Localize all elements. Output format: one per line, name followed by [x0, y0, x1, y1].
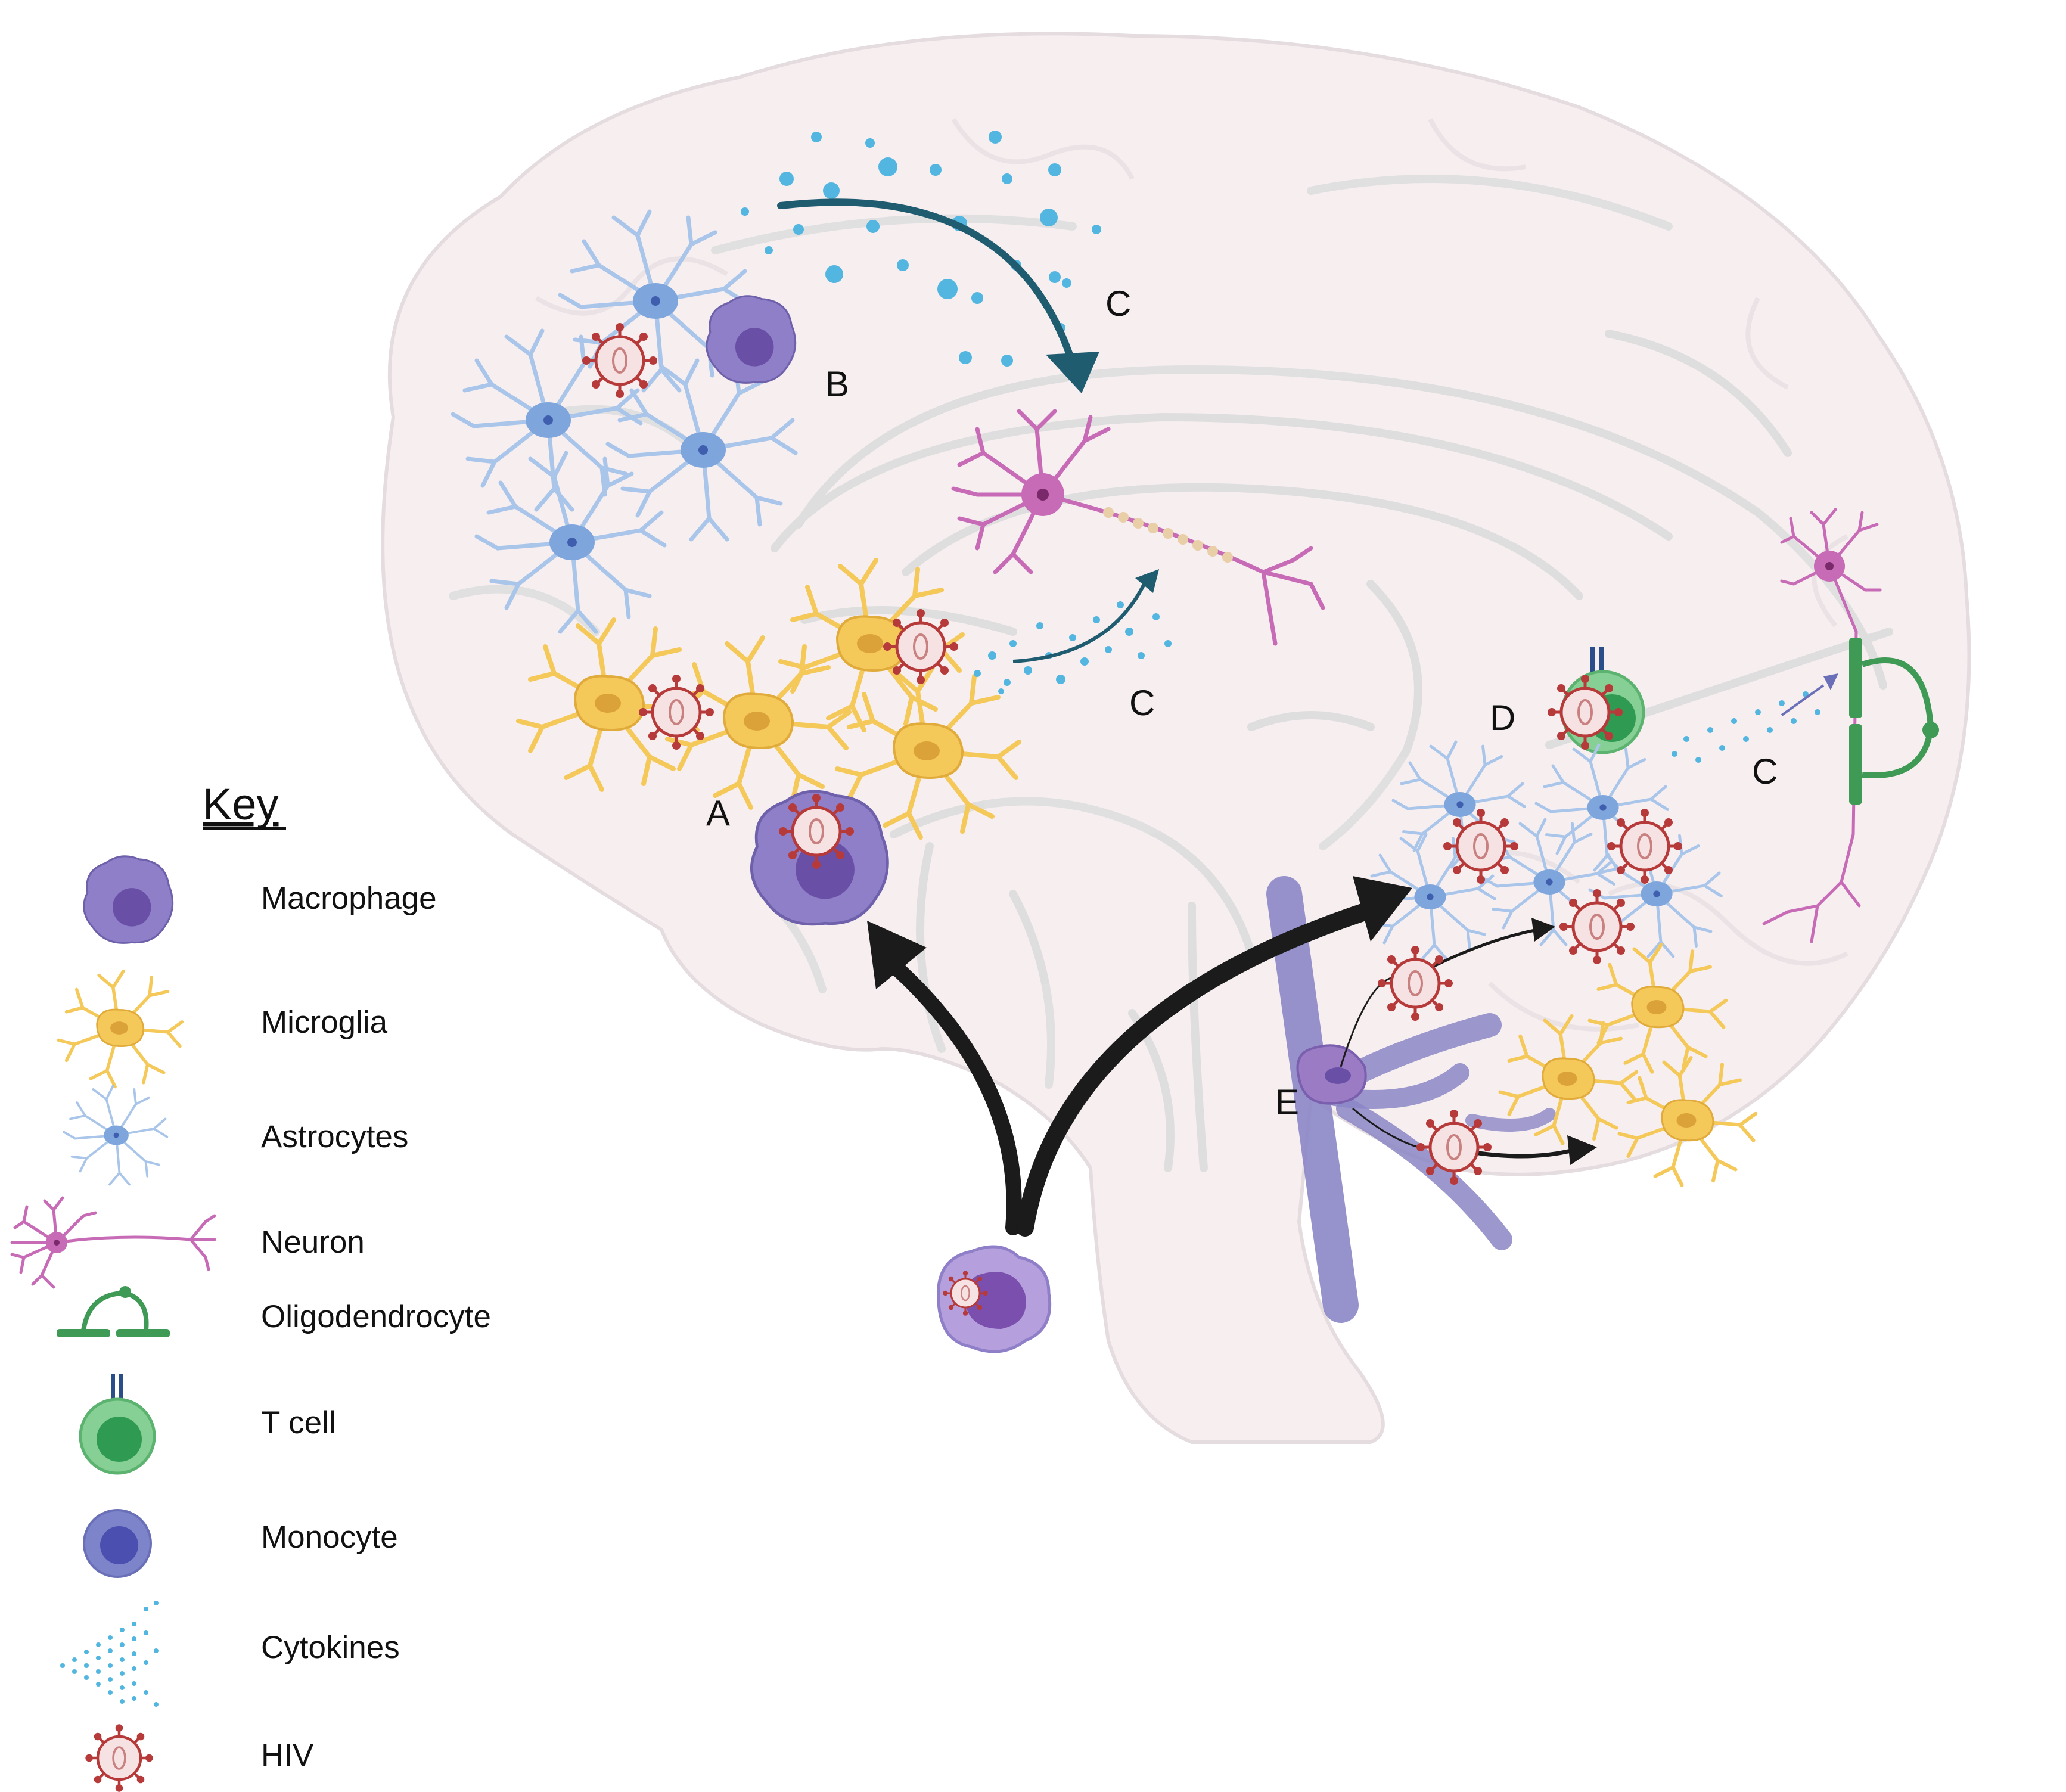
label-c-upper: C [1105, 284, 1131, 324]
label-c-right: C [1752, 751, 1778, 791]
oligodendrocyte-icon [57, 1286, 170, 1337]
infected-monocyte-bottom [937, 1245, 1052, 1353]
key-legend: Key Macrophage Microglia Astrocytes Neu [10, 779, 491, 1792]
label-b: B [825, 364, 849, 404]
label-c-middle: C [1129, 683, 1155, 723]
key-label-cytokines: Cytokines [261, 1630, 400, 1665]
label-a: A [706, 793, 730, 833]
key-label-monocyte: Monocyte [261, 1520, 398, 1555]
label-d: D [1490, 698, 1515, 738]
arrow-c-right [1781, 684, 1825, 716]
key-label-astrocytes: Astrocytes [261, 1119, 408, 1154]
key-label-neuron: Neuron [261, 1225, 365, 1260]
central-neuron [951, 409, 1325, 646]
macrophage-icon [83, 855, 174, 944]
microglia-icon [58, 971, 182, 1087]
arrow-c-right-head [1823, 673, 1838, 690]
cytokines-middle [974, 601, 1172, 694]
brain-silhouette [381, 32, 1971, 1444]
key-label-microglia: Microglia [261, 1005, 388, 1040]
arrow-c-middle-head [1135, 569, 1159, 593]
key-title: Key [203, 779, 279, 829]
arrow-c-upper-head [1046, 352, 1099, 393]
key-label-t-cell: T cell [261, 1405, 336, 1440]
label-e: E [1275, 1082, 1299, 1122]
entry-arrows [867, 876, 1412, 1237]
monocyte-icon [83, 1509, 152, 1578]
arrow-c-upper [777, 198, 1076, 367]
cytokines-upper [741, 131, 1101, 367]
cytokines-icon [60, 1601, 159, 1707]
arrow-c-middle [1012, 583, 1146, 663]
t-cell-icon [79, 1374, 156, 1475]
hiv-crossing [1340, 918, 1597, 1185]
key-label-oligodendrocyte: Oligodendrocyte [261, 1299, 491, 1334]
key-label-hiv: HIV [261, 1738, 314, 1773]
key-label-macrophage: Macrophage [261, 881, 437, 916]
cytokines-right [1672, 691, 1820, 763]
oligodendrocyte-with-neuron [1762, 508, 1939, 943]
neuron-icon [10, 1196, 216, 1289]
astrocyte-icon [63, 1085, 169, 1186]
t-cell-d [1548, 647, 1645, 754]
hiv-icon [85, 1724, 153, 1791]
